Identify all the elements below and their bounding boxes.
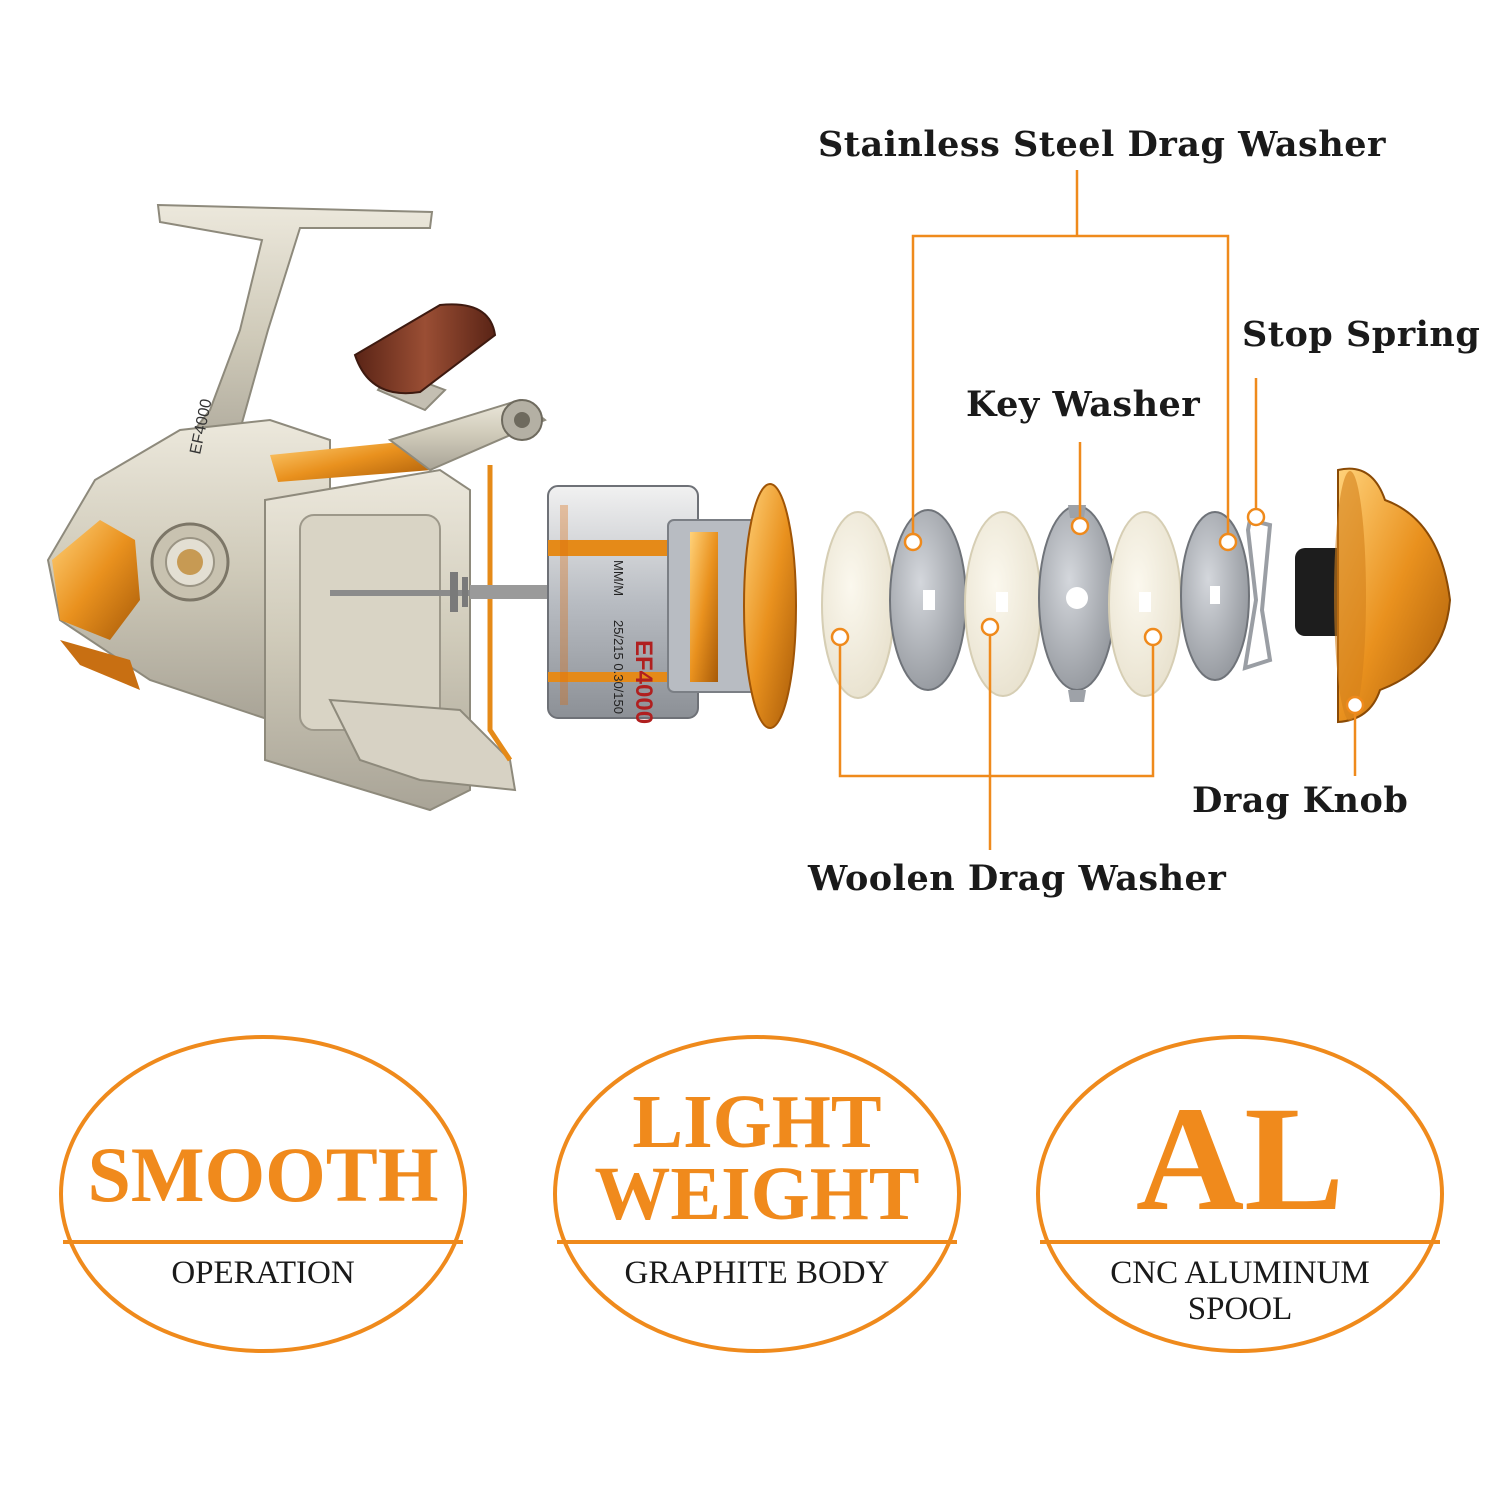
drag-washer-stack <box>821 505 1273 702</box>
bail-wire <box>487 465 513 762</box>
badge-smooth-subtitle: OPERATION <box>171 1255 355 1291</box>
spool-core-orange <box>690 532 718 682</box>
rotor-face <box>299 514 441 731</box>
badge-lightweight-title: LIGHT WEIGHT <box>557 1080 957 1237</box>
badge-frame-al <box>1036 1035 1444 1353</box>
label-drag-knob: Drag Knob <box>1192 780 1409 821</box>
drag-knob-stem <box>1295 548 1347 636</box>
badge-frames <box>59 1035 1444 1353</box>
spool: EF4000 25/215 0.30/150 MM/M <box>547 483 797 729</box>
spool-band-orange <box>548 540 698 556</box>
spool-flange <box>743 483 797 729</box>
badge-smooth-title: SMOOTH <box>87 1131 439 1218</box>
rotor-orange-band <box>270 440 432 482</box>
housing-accent-orange-2 <box>60 640 140 690</box>
leader-dots <box>830 507 1365 715</box>
badge-lightweight-line1: LIGHT <box>632 1080 882 1164</box>
drag-knob <box>1295 467 1452 724</box>
housing-accent-orange <box>52 520 140 640</box>
spool-model-text: EF4000 <box>630 640 657 724</box>
badge-al-subtitle-line2: SPOOL <box>1187 1291 1293 1328</box>
label-woolen-drag-washer: Woolen Drag Washer <box>808 858 1227 899</box>
label-stainless-steel-drag-washer: Stainless Steel Drag Washer <box>818 124 1386 165</box>
badge-lightweight-subtitle: GRAPHITE BODY <box>624 1255 890 1291</box>
badge-al-subtitle-line1: CNC ALUMINUM <box>1110 1255 1370 1291</box>
spool-unit-text: MM/M <box>611 560 626 596</box>
spool-band-orange-2 <box>548 672 698 682</box>
badge-frame-smooth <box>59 1035 467 1353</box>
reel-body: EF4000 <box>46 203 550 812</box>
main-shaft <box>330 590 550 596</box>
stop-spring <box>1242 517 1273 671</box>
rotor-lower-leg <box>328 698 517 792</box>
drag-knob-cap <box>1337 467 1452 724</box>
badge-al-title: AL <box>1135 1076 1345 1242</box>
woolen-washer-1 <box>821 511 895 699</box>
label-key-washer: Key Washer <box>966 384 1201 425</box>
leader-lines <box>838 170 1357 850</box>
badge-al-subtitle: CNC ALUMINUM SPOOL <box>1040 1255 1440 1328</box>
wood-knob <box>353 303 497 395</box>
badge-frame-light <box>553 1035 961 1353</box>
badge-lightweight-line2: WEIGHT <box>594 1152 920 1237</box>
spool-capacity-text: 25/215 0.30/150 <box>611 620 626 714</box>
label-stop-spring: Stop Spring <box>1242 314 1481 355</box>
